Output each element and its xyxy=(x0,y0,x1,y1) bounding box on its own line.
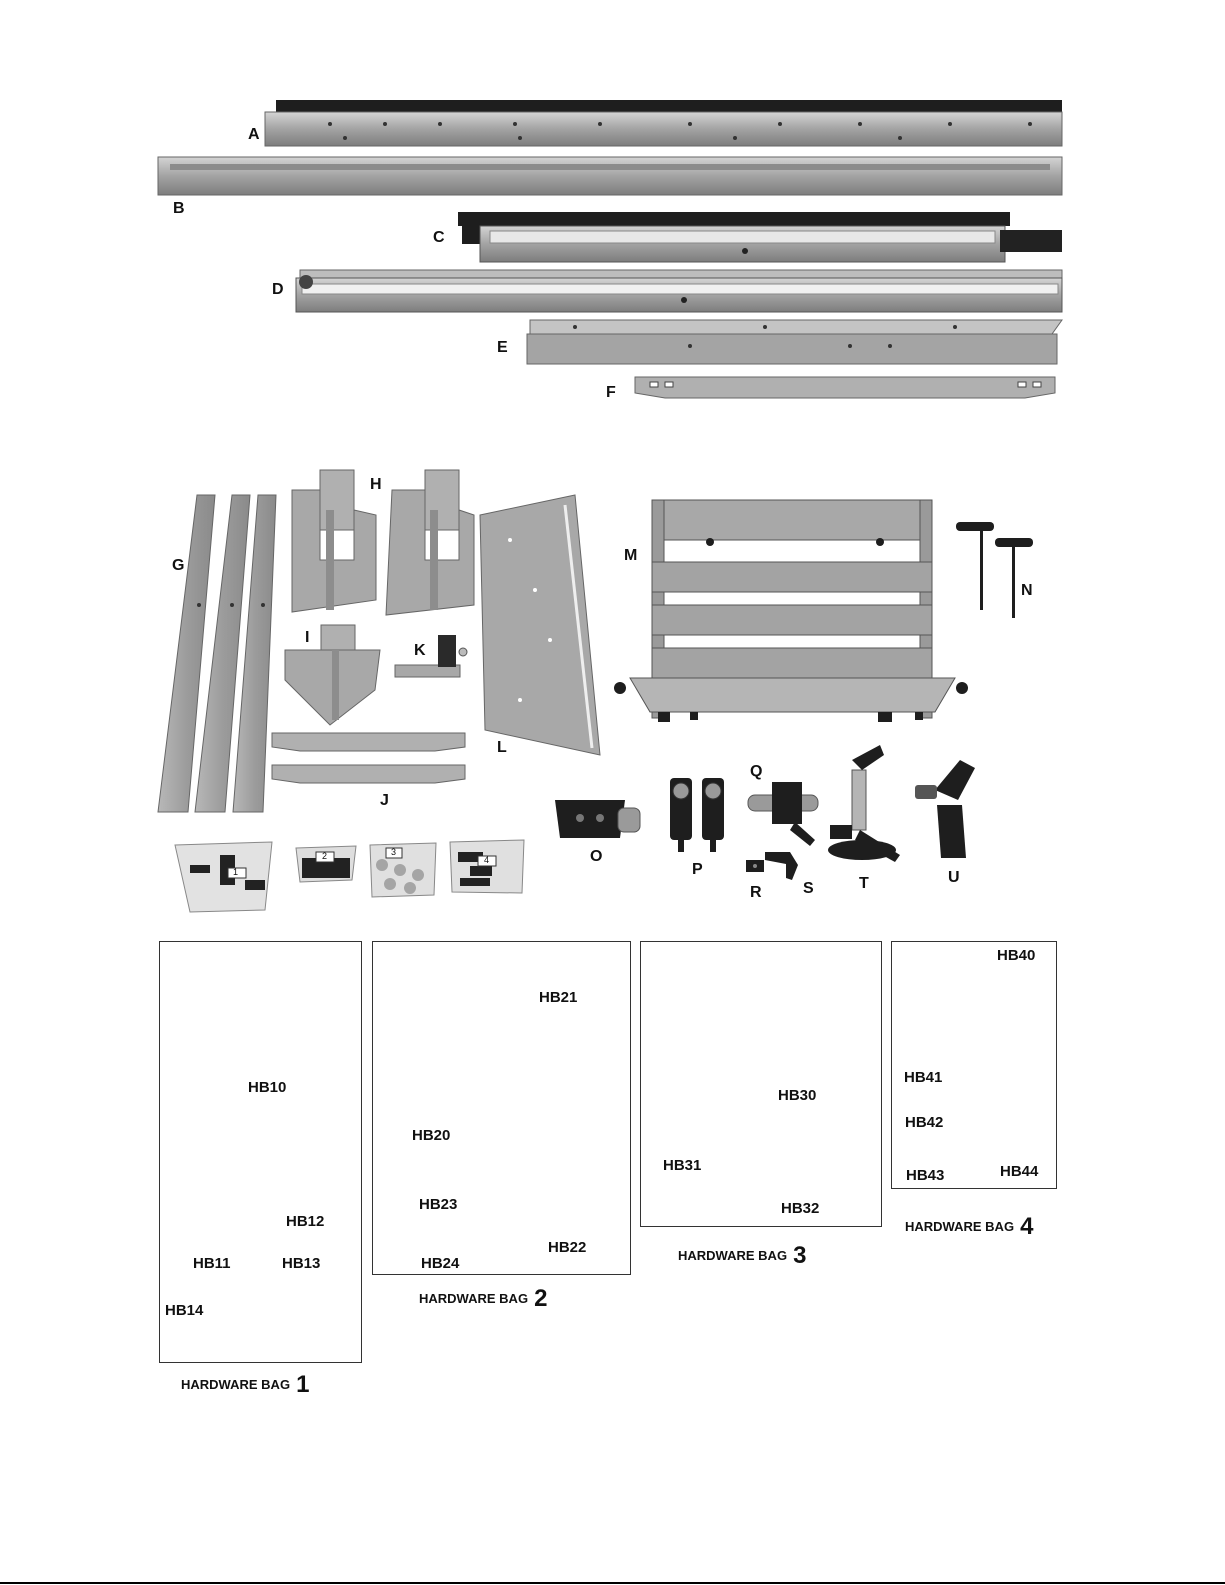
label-hb20: HB20 xyxy=(412,1128,450,1143)
part-j-bars xyxy=(272,733,465,783)
part-a-rail xyxy=(265,100,1062,146)
part-m-table-frame xyxy=(614,500,968,722)
bag4-caption-text: HARDWARE BAG xyxy=(905,1219,1014,1234)
bag2-frame xyxy=(372,941,631,1275)
label-hb42: HB42 xyxy=(905,1115,943,1130)
part-i-bracket xyxy=(285,625,380,725)
part-d-fence-rail xyxy=(296,270,1062,312)
hardware-bags-packed xyxy=(175,840,524,912)
label-hb31: HB31 xyxy=(663,1158,701,1173)
label-hb23: HB23 xyxy=(419,1197,457,1212)
label-hb10: HB10 xyxy=(248,1080,286,1095)
label-hb11: HB11 xyxy=(193,1256,231,1271)
label-hb12: HB12 xyxy=(286,1214,324,1229)
label-hb43: HB43 xyxy=(906,1168,944,1183)
bag4-caption-number: 4 xyxy=(1020,1213,1033,1240)
part-k-bracket xyxy=(395,635,467,677)
label-b: B xyxy=(173,201,185,217)
label-hb21: HB21 xyxy=(539,990,577,1005)
part-l-plate xyxy=(480,495,600,755)
label-n: N xyxy=(1021,583,1033,599)
part-r-plate xyxy=(746,860,764,872)
label-hb44: HB44 xyxy=(1000,1164,1038,1179)
part-h-brackets xyxy=(292,470,474,615)
label-q: Q xyxy=(750,764,762,780)
bag3-frame xyxy=(640,941,882,1227)
part-b-rail xyxy=(158,157,1062,195)
part-o-bracket xyxy=(555,800,640,838)
label-p: P xyxy=(692,862,703,878)
label-u: U xyxy=(948,870,960,886)
bag2-caption-number: 2 xyxy=(534,1285,547,1312)
label-k: K xyxy=(414,643,426,659)
part-t-hold-down xyxy=(828,745,900,862)
label-hb24: HB24 xyxy=(421,1256,459,1271)
page-bottom-rule xyxy=(0,1582,1225,1584)
part-u-lever xyxy=(915,760,975,858)
part-p-rollers xyxy=(670,778,724,852)
label-i: I xyxy=(305,630,309,646)
part-f-bar xyxy=(635,377,1055,398)
bag3-caption-text: HARDWARE BAG xyxy=(678,1248,787,1263)
label-hb13: HB13 xyxy=(282,1256,320,1271)
label-d: D xyxy=(272,282,284,298)
bag3-caption-number: 3 xyxy=(793,1242,806,1269)
label-f: F xyxy=(606,385,616,401)
label-j: J xyxy=(380,793,389,809)
part-n-t-wrenches xyxy=(956,522,1033,618)
part-g-legs xyxy=(158,495,276,812)
label-s: S xyxy=(803,881,814,897)
label-m: M xyxy=(624,548,637,564)
bag-tag-4: 4 xyxy=(484,856,489,865)
bag1-caption-number: 1 xyxy=(296,1371,309,1398)
label-o: O xyxy=(590,849,602,865)
label-c: C xyxy=(433,230,445,246)
label-hb14: HB14 xyxy=(165,1303,203,1318)
bag-tag-3: 3 xyxy=(391,848,396,857)
label-r: R xyxy=(750,885,762,901)
bag-tag-2: 2 xyxy=(322,852,327,861)
label-l: L xyxy=(497,740,507,756)
part-c-fence xyxy=(458,212,1062,262)
label-g: G xyxy=(172,558,184,574)
label-e: E xyxy=(497,340,508,356)
bag1-caption-text: HARDWARE BAG xyxy=(181,1377,290,1392)
label-hb41: HB41 xyxy=(904,1070,942,1085)
label-hb22: HB22 xyxy=(548,1240,586,1255)
label-h: H xyxy=(370,477,382,493)
part-q-clamp xyxy=(748,782,818,846)
bag4-frame xyxy=(891,941,1057,1189)
label-hb30: HB30 xyxy=(778,1088,816,1103)
bag-tag-1: 1 xyxy=(233,868,238,877)
bag1-frame xyxy=(159,941,362,1363)
label-a: A xyxy=(248,127,260,143)
part-s-lever xyxy=(765,852,798,880)
label-hb40: HB40 xyxy=(997,948,1035,963)
label-t: T xyxy=(859,876,869,892)
part-e-angle xyxy=(527,320,1062,364)
bag2-caption-text: HARDWARE BAG xyxy=(419,1291,528,1306)
label-hb32: HB32 xyxy=(781,1201,819,1216)
